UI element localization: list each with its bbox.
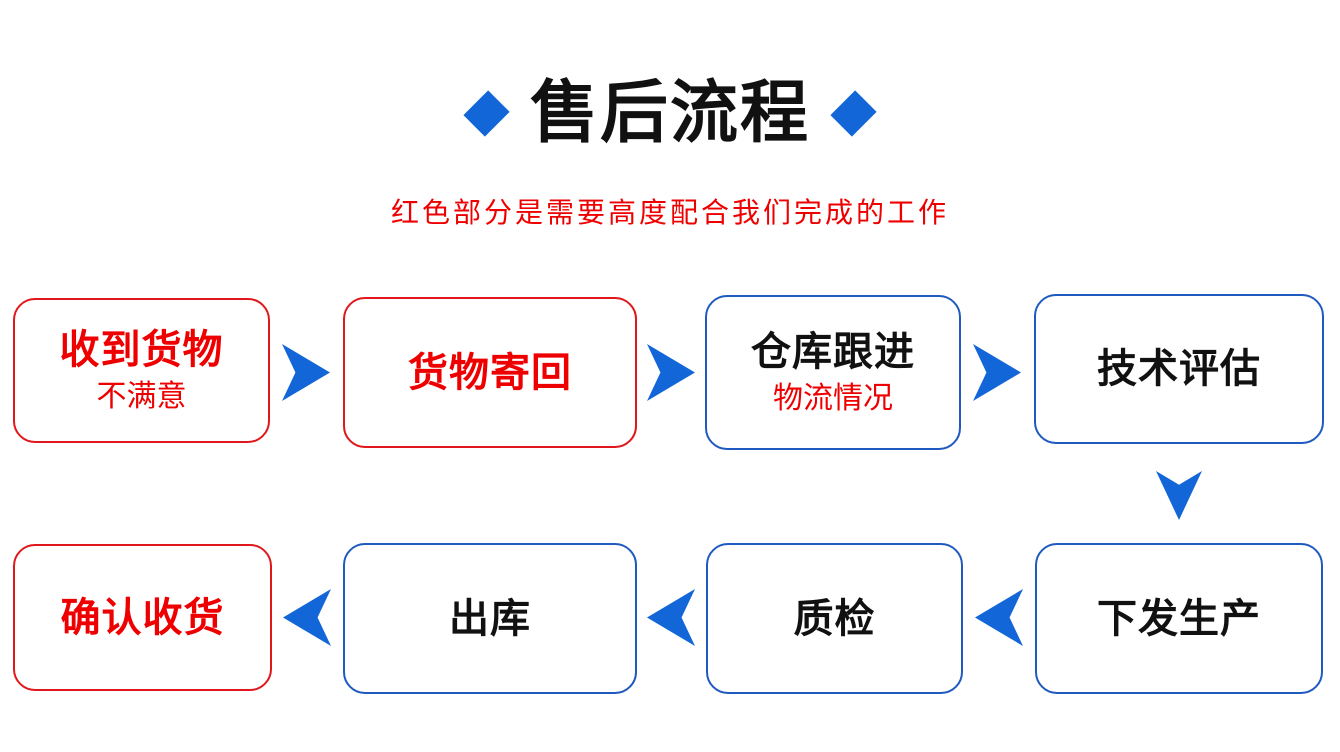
- arrow-right-icon: [282, 344, 330, 401]
- arrow-right-icon: [647, 344, 695, 401]
- arrow-down-icon: [1156, 471, 1202, 520]
- node-title: 仓库跟进: [751, 329, 915, 374]
- diamond-icon: [830, 90, 877, 137]
- node-title: 技术评估: [1097, 347, 1261, 391]
- flow-node-quality-inspection: 质检: [706, 543, 963, 694]
- header: 售后流程 红色部分是需要高度配合我们完成的工作: [0, 76, 1340, 231]
- flow-node-goods-received: 收到货物 不满意: [13, 298, 270, 443]
- node-title: 收到货物: [59, 327, 224, 372]
- diamond-icon: [463, 90, 510, 137]
- title-row: 售后流程: [0, 76, 1340, 151]
- flow-node-out-of-warehouse: 出库: [343, 543, 637, 694]
- node-title: 出库: [449, 596, 531, 641]
- flow-node-issue-production: 下发生产: [1035, 543, 1323, 694]
- node-subtitle: 物流情况: [773, 381, 893, 415]
- node-title: 确认收货: [60, 595, 225, 640]
- page-subtitle: 红色部分是需要高度配合我们完成的工作: [390, 196, 949, 228]
- flow-node-warehouse-followup: 仓库跟进 物流情况: [705, 295, 961, 450]
- flow-node-goods-returned: 货物寄回: [343, 297, 637, 448]
- node-subtitle: 不满意: [96, 379, 187, 413]
- flow-node-confirm-receipt: 确认收货: [13, 544, 272, 691]
- flow-node-technical-evaluation: 技术评估: [1034, 294, 1324, 444]
- arrow-right-icon: [973, 344, 1021, 401]
- arrow-left-icon: [647, 589, 695, 646]
- arrow-left-icon: [975, 589, 1023, 646]
- page-title: 售后流程: [529, 75, 810, 151]
- node-title: 下发生产: [1097, 596, 1261, 641]
- arrow-left-icon: [283, 589, 331, 646]
- node-title: 质检: [793, 596, 876, 641]
- node-title: 货物寄回: [408, 350, 572, 395]
